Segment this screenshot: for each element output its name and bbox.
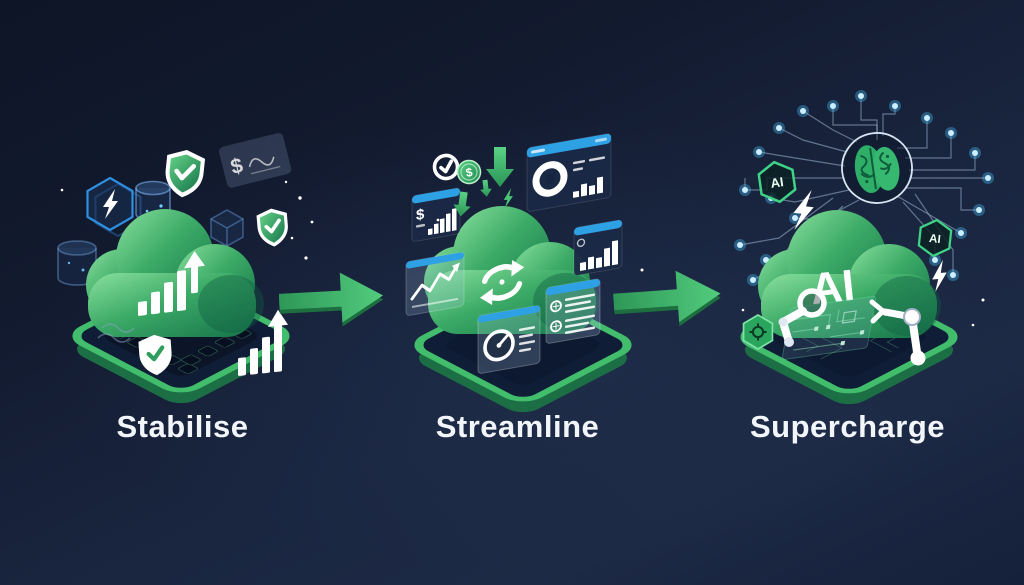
lightning-bolt-icon	[793, 189, 814, 231]
stage-stabilise: $	[0, 0, 341, 585]
flow-arrow-1	[279, 272, 384, 327]
stabilise-illustration: $	[57, 133, 314, 404]
stage-label-stabilise: Stabilise	[116, 409, 249, 444]
lightning-bolt-icon	[932, 259, 947, 293]
shield-check-icon	[165, 149, 206, 198]
squiggle-lines	[97, 323, 135, 343]
stage-label-supercharge: Supercharge	[749, 409, 945, 444]
robotic-arm-right	[869, 299, 926, 366]
dollar-coin-icon: $	[456, 159, 482, 185]
ai-hexagon-badge: AI	[757, 160, 797, 204]
cloud-stabilise	[86, 209, 264, 337]
sparkle-dots	[741, 298, 985, 327]
bar-chart-up-icon	[138, 251, 205, 316]
growth-bars-icon	[238, 309, 288, 376]
shield-outline-icon	[138, 334, 172, 376]
shield-check-icon	[256, 208, 288, 247]
sparkle-dots	[60, 180, 314, 260]
ai-badge-text: AI	[928, 232, 941, 246]
sync-arrows-icon	[479, 260, 525, 305]
dashboard-donut-panel	[526, 133, 612, 212]
cube-icon	[210, 209, 244, 247]
neural-network-nodes	[734, 90, 994, 286]
ai-hexagon-badge: AI	[917, 218, 953, 258]
cloud-ai-text: AI	[808, 261, 857, 314]
glow-dot	[734, 90, 994, 286]
sparkle-dots	[436, 188, 644, 272]
finance-note-panel: $	[219, 133, 292, 188]
gear-hexagon-badge	[742, 314, 774, 350]
down-arrow-icon	[453, 191, 471, 217]
dollar-bars-panel: $	[411, 187, 461, 242]
stage-supercharge: AI AI	[683, 0, 1024, 585]
stage-label-streamline: Streamline	[435, 409, 600, 444]
line-chart-panel	[405, 251, 465, 316]
lightning-bolt-icon	[503, 188, 513, 208]
streamline-illustration: $	[405, 133, 644, 413]
dollar-sign: $	[465, 165, 474, 180]
down-arrow-icon	[486, 147, 514, 187]
ai-badge-text: AI	[770, 174, 785, 191]
brain-icon	[841, 132, 913, 204]
checklist-panel	[545, 278, 601, 344]
robotic-arm-left	[778, 288, 827, 347]
check-circle-icon	[432, 153, 460, 181]
lightning-hexagon-icon	[86, 176, 142, 238]
flow-arrow-2	[613, 270, 721, 327]
stage-streamline: $	[342, 0, 683, 585]
supercharge-illustration: AI AI	[734, 90, 994, 405]
cloud-supercharge: AI	[758, 210, 941, 338]
gauge-panel	[477, 305, 541, 374]
down-arrow-icon	[480, 179, 492, 197]
cloud-streamline	[424, 206, 599, 334]
bar-chart-panel	[573, 219, 623, 276]
dollar-sign: $	[416, 206, 425, 224]
